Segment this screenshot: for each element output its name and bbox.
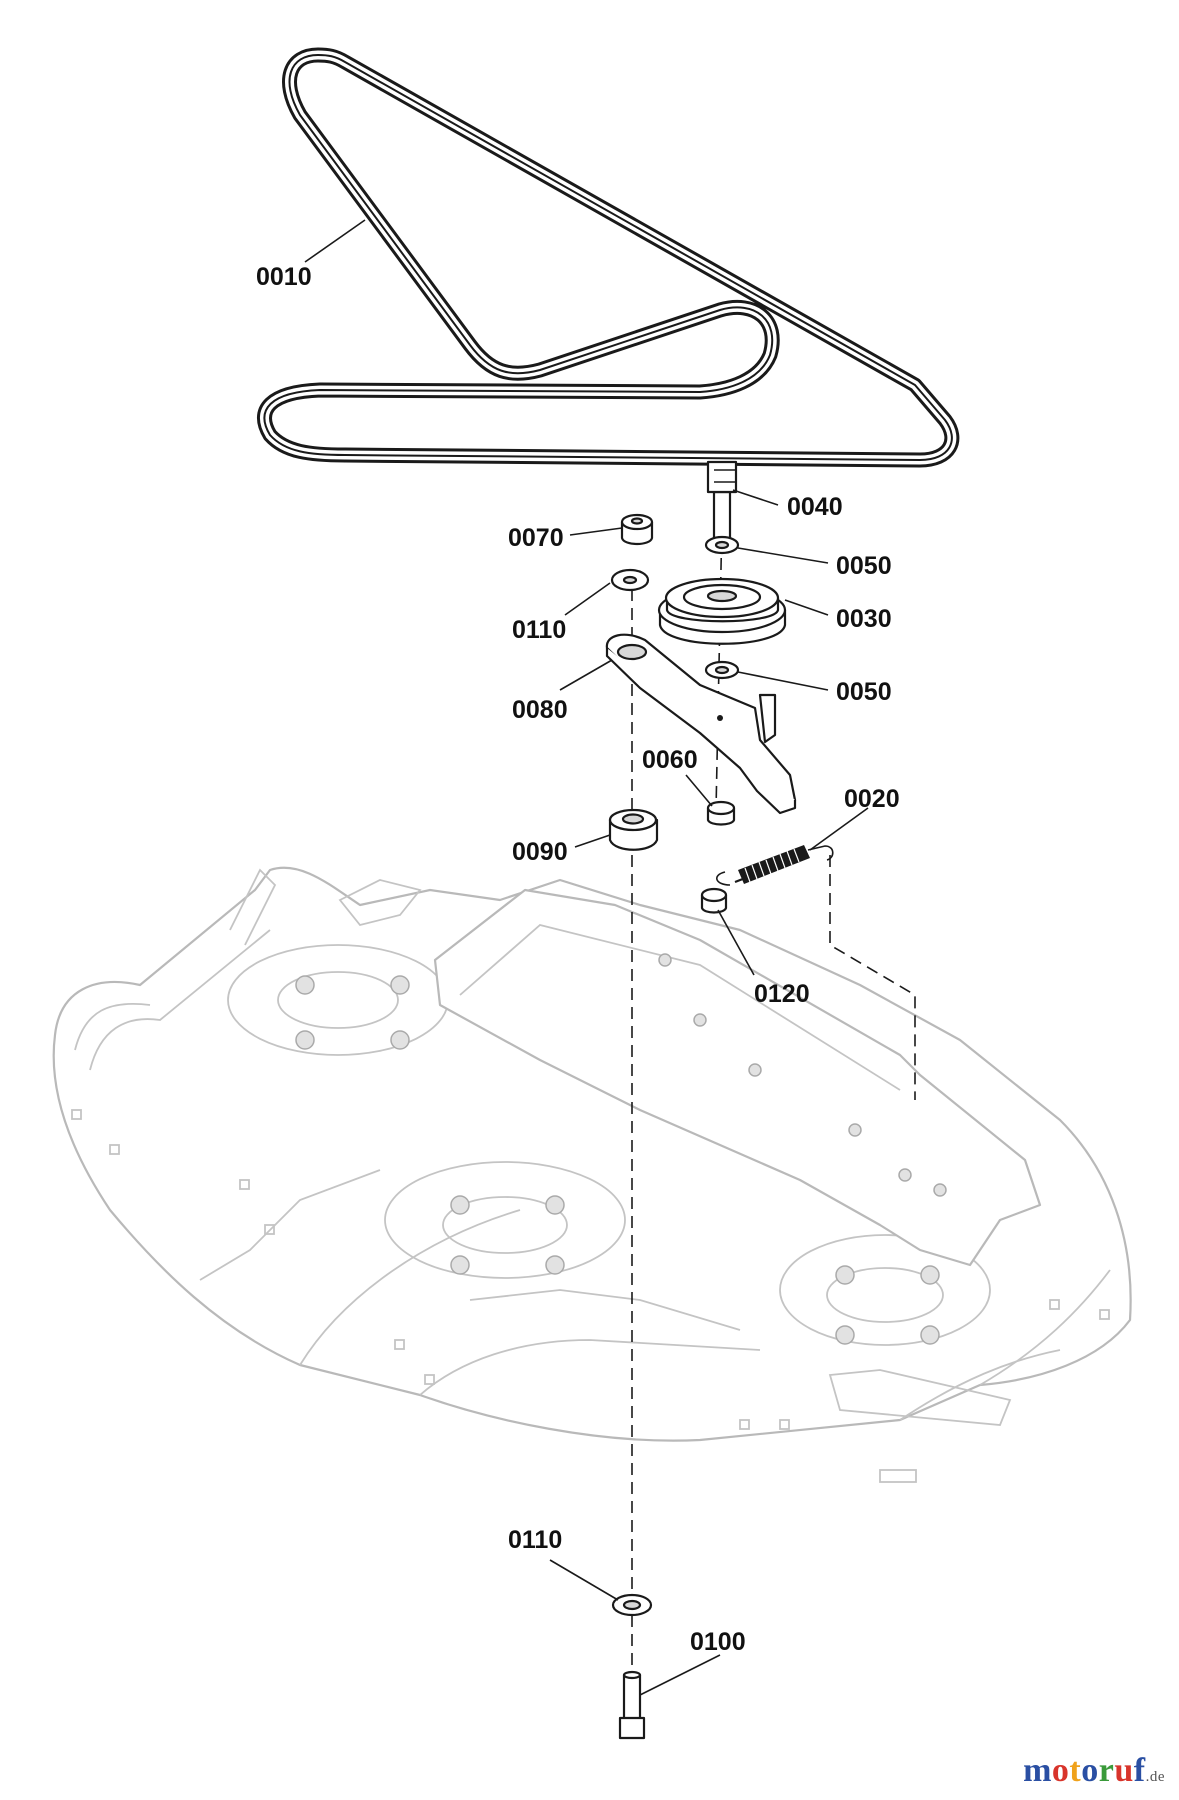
watermark-letters: motoruf	[1023, 1752, 1146, 1789]
washer-0110-bottom	[611, 1593, 653, 1617]
watermark-letter: u	[1114, 1752, 1134, 1789]
label-0050-top: 0050	[836, 552, 892, 580]
motoruf-watermark: motoruf.de	[1023, 1752, 1165, 1790]
drive-belt	[257, 47, 960, 468]
idler-pulley-0030	[657, 577, 787, 645]
label-0100: 0100	[690, 1628, 746, 1656]
label-0010: 0010	[256, 263, 312, 291]
label-0090: 0090	[512, 838, 568, 866]
nut-0060	[706, 800, 736, 826]
watermark-tld: .de	[1145, 1769, 1165, 1785]
watermark-letter: t	[1069, 1752, 1082, 1789]
part-labels: 0010 0040 0070 0050 0030 0110 0050 0080 …	[256, 263, 900, 1656]
label-0070: 0070	[508, 524, 564, 552]
watermark-letter: o	[1081, 1752, 1099, 1789]
deck-bracket	[433, 888, 1042, 1267]
spacer-0090	[608, 808, 659, 851]
label-0120: 0120	[754, 980, 810, 1008]
idler-arm-0080	[605, 633, 797, 815]
washer-0110-top	[610, 568, 650, 592]
washer-0050-bottom	[704, 660, 740, 680]
mower-deck	[52, 866, 1132, 1483]
axis-line-spring	[829, 855, 916, 1100]
label-0110-top: 0110	[512, 616, 566, 644]
label-0050-bottom: 0050	[836, 678, 892, 706]
leader-lines	[304, 219, 869, 1696]
nut-0070	[620, 513, 654, 546]
spring-0020	[716, 845, 834, 886]
label-0060: 0060	[642, 746, 698, 774]
bolt-0040	[706, 460, 738, 542]
label-0040: 0040	[787, 493, 843, 521]
bolt-0100	[618, 1670, 646, 1740]
watermark-letter: m	[1023, 1752, 1052, 1789]
axis-line-pulley	[715, 519, 723, 811]
label-0020: 0020	[844, 785, 900, 813]
watermark-letter: f	[1133, 1752, 1146, 1789]
watermark-letter: o	[1051, 1752, 1070, 1789]
nut-0120	[700, 887, 728, 914]
watermark-letter: r	[1098, 1752, 1115, 1789]
washer-0050-top	[704, 535, 740, 555]
deck-shell	[52, 866, 1132, 1442]
label-0030: 0030	[836, 605, 892, 633]
label-0110-bottom: 0110	[508, 1526, 562, 1554]
label-0080: 0080	[512, 696, 568, 724]
